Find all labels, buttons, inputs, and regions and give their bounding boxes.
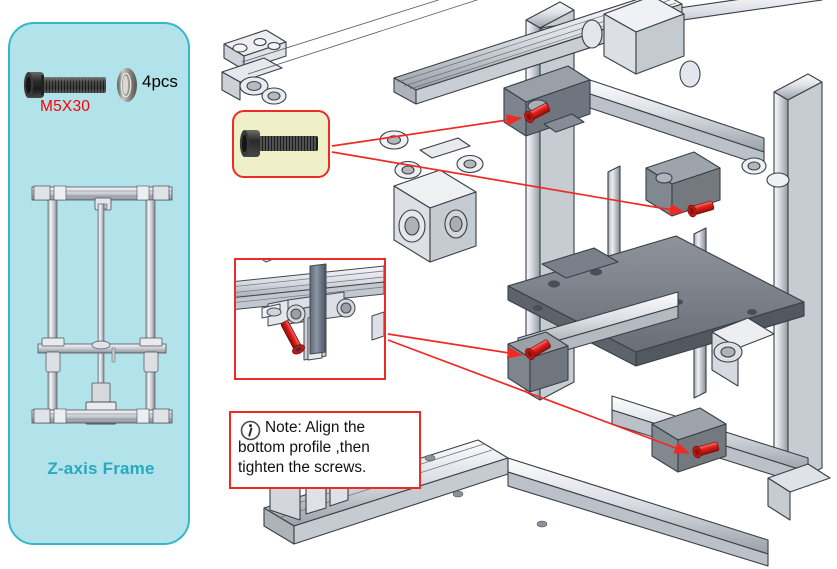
- info-icon: [240, 420, 261, 441]
- callout-screw-icon: [239, 130, 318, 157]
- detail-inset-box: [234, 258, 386, 380]
- z-axis-frame-label: Z-axis Frame: [47, 459, 155, 478]
- note-line-2: bottom profile ,then: [238, 439, 370, 456]
- parts-panel: M5X30 4pcs: [8, 22, 190, 545]
- note-line-3: tighten the screws.: [238, 459, 367, 476]
- quantity-label: 4pcs: [142, 72, 178, 91]
- note-box: Note: Align the bottom profile ,then tig…: [229, 411, 421, 489]
- note-text-body: Note: Align the bottom profile ,then tig…: [238, 419, 418, 477]
- bottom-profile-detail-illustration: [236, 260, 384, 361]
- parts-row: M5X30 4pcs: [10, 52, 192, 124]
- screw-part-label: M5X30: [40, 98, 91, 115]
- washer-icon: [117, 68, 137, 102]
- z-axis-frame-illustration: [31, 185, 173, 425]
- socket-head-cap-screw-icon: [23, 72, 106, 98]
- note-line-1: Note: Align the: [265, 419, 366, 436]
- screw-callout-box: [232, 110, 330, 178]
